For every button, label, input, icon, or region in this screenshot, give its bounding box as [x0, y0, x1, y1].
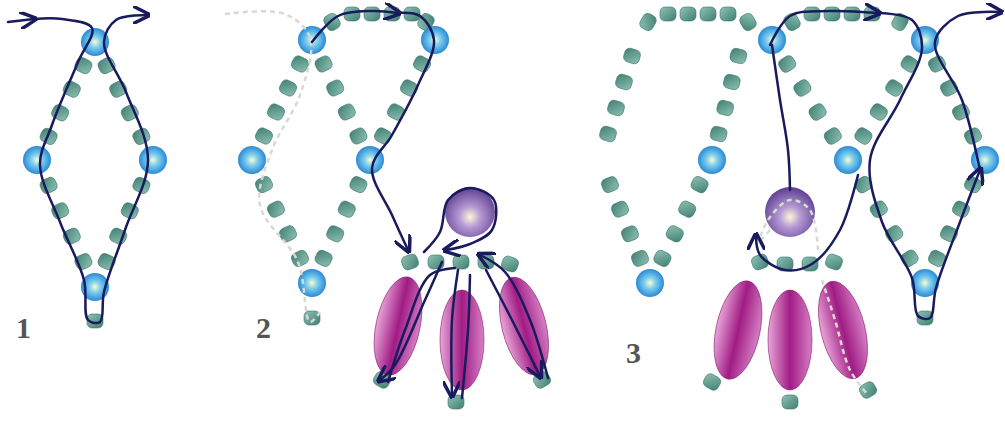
seed-bead [598, 125, 617, 143]
thread-path [380, 262, 442, 380]
seed-bead [868, 102, 889, 122]
round-bead [238, 146, 266, 174]
seed-bead [807, 102, 828, 122]
seed-bead [722, 73, 741, 91]
seed-bead [824, 253, 844, 272]
seed-bead [337, 199, 357, 218]
seed-bead [844, 7, 860, 21]
thread-path [869, 13, 980, 319]
thread-path [388, 268, 455, 382]
seed-bead [738, 12, 758, 33]
seed-bead [702, 372, 723, 392]
seed-bead [700, 7, 716, 21]
thread-path [772, 45, 790, 190]
seed-bead [614, 73, 633, 91]
step-number: 1 [16, 313, 31, 343]
round-bead [834, 146, 862, 174]
seed-bead [278, 78, 299, 98]
seed-bead [677, 199, 698, 219]
thread-path [8, 19, 34, 22]
seed-bead [254, 175, 275, 195]
thread-path [451, 270, 458, 395]
step-number: 3 [626, 338, 641, 368]
thread-path [372, 13, 434, 250]
seed-bead [254, 126, 275, 146]
seed-bead [600, 175, 620, 194]
seed-bead [412, 54, 433, 74]
seed-bead [348, 126, 368, 146]
seed-bead [792, 78, 813, 98]
thread-path [34, 15, 148, 323]
drop-bead [768, 290, 812, 390]
seed-bead [278, 224, 299, 244]
seed-bead [858, 380, 879, 400]
round-bead [636, 269, 664, 297]
thread-path [462, 275, 470, 398]
seed-bead [824, 7, 840, 21]
seed-bead [325, 78, 345, 98]
round-bead [23, 146, 51, 174]
previous-thread [760, 200, 818, 250]
seed-bead [782, 395, 798, 409]
seed-bead [313, 249, 333, 268]
seed-bead [638, 12, 658, 33]
seed-bead [709, 125, 728, 143]
drop-bead [706, 277, 770, 384]
seed-bead [266, 102, 287, 122]
seed-bead [325, 224, 345, 243]
seed-bead [364, 7, 380, 21]
thread-path [312, 11, 398, 42]
step-number: 2 [256, 313, 271, 343]
thread-path [480, 255, 548, 378]
previous-thread [225, 11, 320, 322]
drop-bead [440, 290, 484, 390]
thread-path [424, 188, 496, 252]
seed-bead [266, 199, 287, 219]
seed-bead [680, 7, 696, 21]
seed-bead [689, 175, 710, 195]
seed-bead [716, 99, 735, 117]
seed-bead [720, 7, 736, 21]
seed-bead [853, 126, 874, 146]
seed-bead [337, 102, 357, 122]
drop-bead [810, 276, 877, 384]
seed-bead [622, 47, 641, 65]
thread-path [756, 175, 858, 270]
previous-thread [822, 280, 868, 395]
seed-bead [606, 99, 625, 117]
seed-bead [665, 224, 686, 244]
seed-bead [927, 54, 948, 74]
seed-bead [400, 253, 420, 272]
seed-bead [620, 224, 640, 243]
thread-path [935, 12, 1000, 170]
seed-bead [348, 175, 368, 194]
round-bead [139, 146, 167, 174]
seed-bead [777, 54, 798, 74]
drop-bead [491, 272, 558, 380]
seed-bead [652, 249, 673, 269]
seed-bead [630, 249, 650, 268]
seed-bead [313, 54, 333, 74]
round-bead [698, 146, 726, 174]
seed-bead [822, 126, 843, 146]
thread-path [770, 11, 878, 45]
seed-bead [729, 47, 748, 65]
seed-bead [610, 200, 630, 219]
seed-bead [660, 7, 676, 21]
seed-bead [804, 7, 820, 21]
